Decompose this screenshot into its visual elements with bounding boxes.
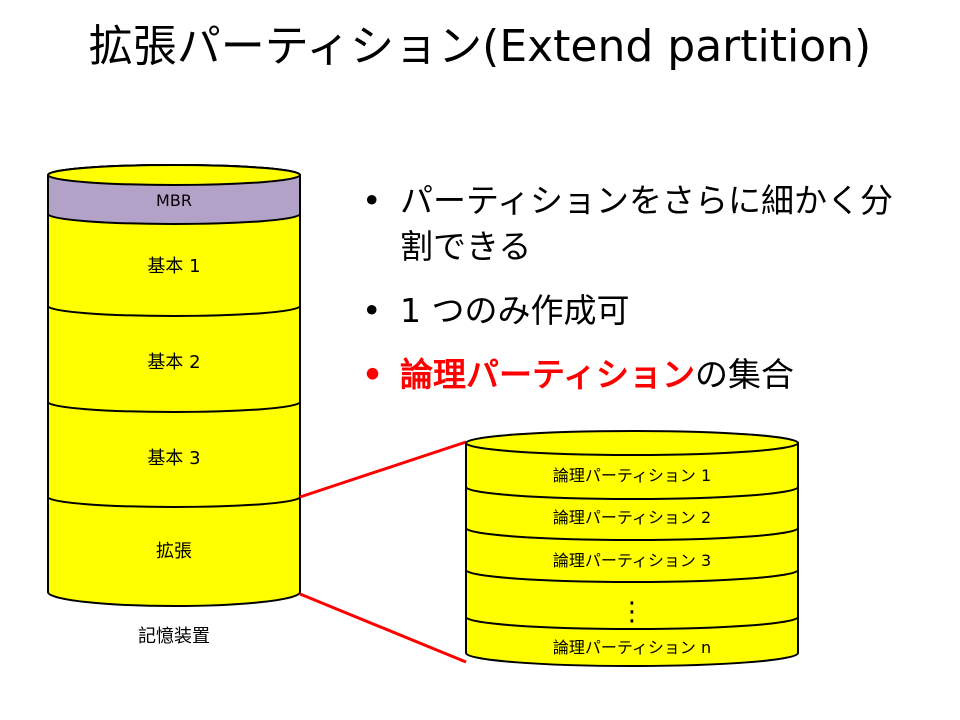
- connector-line-top: [299, 440, 467, 499]
- bullet-dot: •: [362, 181, 382, 220]
- logical-divider-2: [465, 527, 799, 541]
- segment-label-basic-3: 基本 3: [147, 448, 200, 469]
- logical-divider-3: [465, 569, 799, 583]
- logical-ellipsis: ⋮: [619, 597, 645, 627]
- segment-label-basic-1: 基本 1: [147, 256, 200, 277]
- bullet-dot: •: [362, 291, 382, 330]
- bullet-item: • パーティションをさらに細かく分割できる: [358, 178, 918, 270]
- disk-top: [47, 164, 301, 186]
- connector-line-bottom: [299, 592, 467, 664]
- divider-basic3-extended: [47, 496, 301, 508]
- bullet-text: パーティションをさらに細かく分割できる: [400, 181, 894, 266]
- bullet-list: • パーティションをさらに細かく分割できる • 1 つのみ作成可 • 論理パーテ…: [358, 178, 918, 416]
- logical-partitions-cylinder: 論理パーティション 1 論理パーティション 2 論理パーティション 3 ⋮ 論理…: [465, 430, 799, 667]
- segment-label-basic-2: 基本 2: [147, 352, 200, 373]
- bullet-text: 1 つのみ作成可: [400, 291, 630, 330]
- bullet-dot: •: [362, 355, 384, 394]
- disk-body: [47, 164, 301, 607]
- bullet-item: • 論理パーティションの集合: [358, 352, 918, 398]
- logical-disk-body: [465, 442, 799, 667]
- segment-label-mbr: MBR: [156, 191, 192, 210]
- divider-basic1-basic2: [47, 305, 301, 317]
- logical-label-1: 論理パーティション 1: [553, 466, 711, 485]
- bullet-emphasis-text: 論理パーティション: [400, 355, 696, 394]
- segment-label-extended: 拡張: [156, 541, 192, 562]
- slide-title: 拡張パーティション(Extend partition): [88, 21, 872, 72]
- bullet-item: • 1 つのみ作成可: [358, 288, 918, 334]
- storage-device-cylinder: MBR 基本 1 基本 2 基本 3 拡張 記憶装置: [47, 164, 301, 647]
- logical-label-n: 論理パーティション n: [553, 638, 711, 657]
- divider-basic2-basic3: [47, 401, 301, 413]
- logical-divider-1: [465, 486, 799, 500]
- logical-divider-4: [465, 616, 799, 630]
- disk-caption: 記憶装置: [138, 626, 210, 647]
- logical-disk-top: [465, 430, 799, 456]
- logical-label-2: 論理パーティション 2: [553, 508, 711, 527]
- bullet-text: の集合: [695, 355, 795, 394]
- logical-label-3: 論理パーティション 3: [553, 551, 711, 570]
